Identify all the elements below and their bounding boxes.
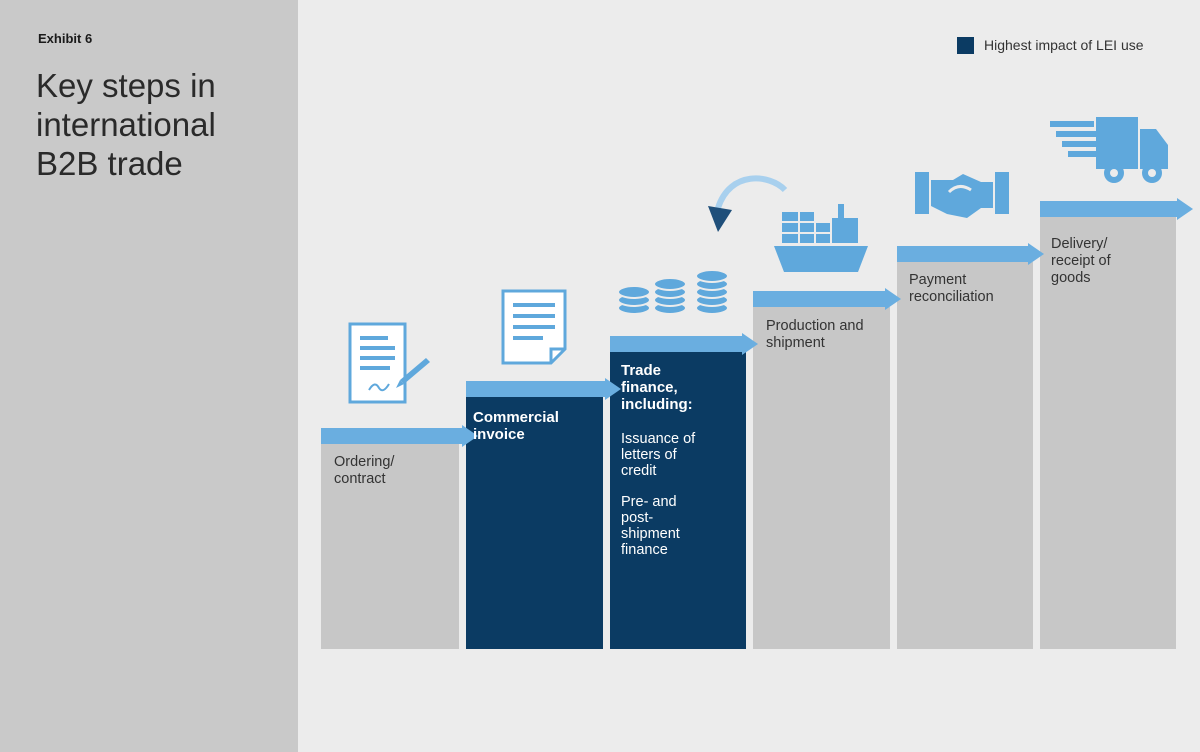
step-trade-finance-detail-2: Pre- and post- shipment finance xyxy=(621,494,680,558)
exhibit-label: Exhibit 6 xyxy=(38,31,93,46)
step-delivery-label: Delivery/ receipt of goods xyxy=(1051,236,1111,286)
step-payment-bar xyxy=(897,262,1033,649)
coin-stacks-icon xyxy=(617,269,729,315)
step-invoice-bar xyxy=(466,397,603,649)
legend-swatch xyxy=(957,36,974,54)
curved-arrow-icon xyxy=(708,175,788,232)
exhibit-title: Key steps in international B2B trade xyxy=(36,67,216,182)
step-production-label: Production and shipment xyxy=(766,318,864,351)
step-trade-finance-label: Trade finance, including: xyxy=(621,362,693,413)
invoice-document-icon xyxy=(501,289,567,365)
step-ordering-label: Ordering/ contract xyxy=(334,454,395,487)
step-production-bar xyxy=(753,307,890,649)
step-invoice-label: Commercial invoice xyxy=(473,409,559,443)
cargo-ship-icon xyxy=(774,204,868,272)
sidebar-panel: Exhibit 6 Key steps in international B2B… xyxy=(0,0,298,752)
step-trade-finance-bar xyxy=(610,351,746,649)
step-trade-finance-detail-1: Issuance of letters of credit xyxy=(621,431,696,479)
delivery-truck-icon xyxy=(1050,117,1168,183)
legend: Highest impact of LEI use xyxy=(957,36,1144,54)
signed-contract-icon xyxy=(348,322,430,404)
step-delivery-bar xyxy=(1040,216,1176,649)
step-ordering-bar xyxy=(321,443,459,649)
step-payment-label: Payment reconciliation xyxy=(909,272,994,305)
legend-label: Highest impact of LEI use xyxy=(984,37,1144,53)
handshake-icon xyxy=(915,172,1009,218)
